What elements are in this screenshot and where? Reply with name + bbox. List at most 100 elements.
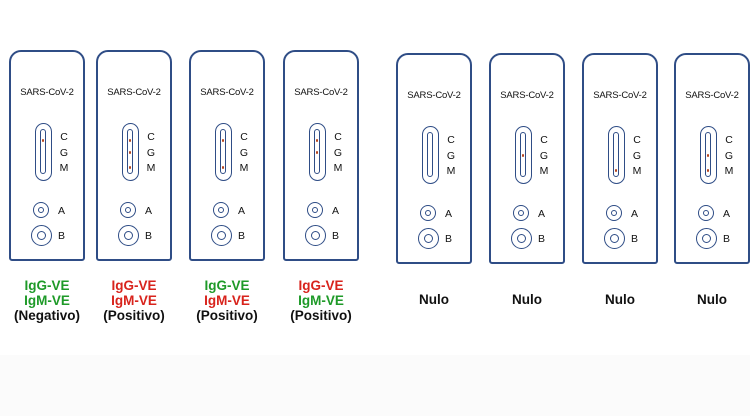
test-strip	[705, 132, 711, 177]
caption-line: IgG-VE	[204, 278, 250, 293]
band-g	[315, 151, 318, 154]
well-label-a: A	[58, 205, 66, 217]
test-strip	[427, 132, 433, 177]
line-marker-m: M	[446, 165, 456, 177]
caption-line: IgM-VE	[111, 293, 157, 308]
cassette-title: SARS-CoV-2	[294, 87, 348, 98]
band-c	[221, 139, 224, 142]
line-marker-m: M	[146, 162, 156, 174]
sample-well-b	[418, 228, 439, 249]
line-marker-c: C	[540, 134, 548, 146]
sample-well-a	[513, 205, 529, 221]
test-strip	[40, 129, 46, 174]
line-marker-m: M	[539, 165, 549, 177]
caption-line: (Positivo)	[290, 308, 352, 323]
test-strip	[314, 129, 320, 174]
caption-line: IgM-VE	[298, 293, 344, 308]
caption-line: (Positivo)	[103, 308, 165, 323]
line-marker-g: G	[632, 149, 642, 162]
caption-line: (Negativo)	[13, 308, 80, 323]
sample-well-a	[33, 202, 49, 218]
band-m	[706, 169, 709, 172]
caption-line: IgG-VE	[298, 278, 344, 293]
line-marker-g: G	[539, 149, 549, 162]
band-c	[315, 139, 318, 142]
cassette-title: SARS-CoV-2	[685, 90, 739, 101]
line-marker-c: C	[447, 134, 455, 146]
caption-line: IgM-VE	[204, 293, 250, 308]
line-marker-g: G	[59, 146, 69, 159]
band-m	[128, 166, 131, 169]
result-caption: Nulo	[472, 292, 582, 307]
result-window	[515, 126, 532, 184]
band-g	[521, 154, 524, 157]
band-c	[41, 139, 44, 142]
result-window	[35, 123, 52, 181]
well-label-a: A	[445, 208, 453, 220]
sample-well-b	[211, 225, 232, 246]
well-label-a: A	[332, 205, 340, 217]
line-marker-c: C	[60, 131, 68, 143]
band-m	[221, 166, 224, 169]
line-marker-g: G	[146, 146, 156, 159]
test-strip	[127, 129, 133, 174]
line-marker-c: C	[147, 131, 155, 143]
test-strip	[220, 129, 226, 174]
cassette-title: SARS-CoV-2	[593, 90, 647, 101]
sample-well-b	[305, 225, 326, 246]
well-label-a: A	[631, 208, 639, 220]
test-strip	[613, 132, 619, 177]
band-m	[614, 169, 617, 172]
caption-line: Nulo	[697, 292, 727, 307]
result-caption: Nulo	[379, 292, 489, 307]
well-label-b: B	[538, 233, 546, 245]
result-caption: Nulo	[565, 292, 675, 307]
sample-well-b	[604, 228, 625, 249]
line-marker-m: M	[239, 162, 249, 174]
line-marker-m: M	[333, 162, 343, 174]
cassette-title: SARS-CoV-2	[407, 90, 461, 101]
sample-well-a	[606, 205, 622, 221]
line-marker-m: M	[59, 162, 69, 174]
well-label-b: B	[58, 230, 66, 242]
well-label-a: A	[723, 208, 731, 220]
caption-line: Nulo	[605, 292, 635, 307]
line-marker-c: C	[334, 131, 342, 143]
cassette-title: SARS-CoV-2	[200, 87, 254, 98]
caption-line: IgM-VE	[24, 293, 70, 308]
caption-line: (Positivo)	[196, 308, 258, 323]
sample-well-a	[213, 202, 229, 218]
line-marker-g: G	[239, 146, 249, 159]
result-window	[215, 123, 232, 181]
result-window	[700, 126, 717, 184]
well-label-a: A	[145, 205, 153, 217]
band-g	[706, 154, 709, 157]
line-marker-g: G	[446, 149, 456, 162]
line-marker-m: M	[632, 165, 642, 177]
well-label-b: B	[238, 230, 246, 242]
caption-line: Nulo	[512, 292, 542, 307]
band-c	[128, 139, 131, 142]
well-label-a: A	[238, 205, 246, 217]
sample-well-a	[420, 205, 436, 221]
result-window	[422, 126, 439, 184]
sample-well-b	[118, 225, 139, 246]
caption-line: IgG-VE	[111, 278, 157, 293]
well-label-b: B	[445, 233, 453, 245]
well-label-b: B	[332, 230, 340, 242]
well-label-a: A	[538, 208, 546, 220]
well-label-b: B	[723, 233, 731, 245]
